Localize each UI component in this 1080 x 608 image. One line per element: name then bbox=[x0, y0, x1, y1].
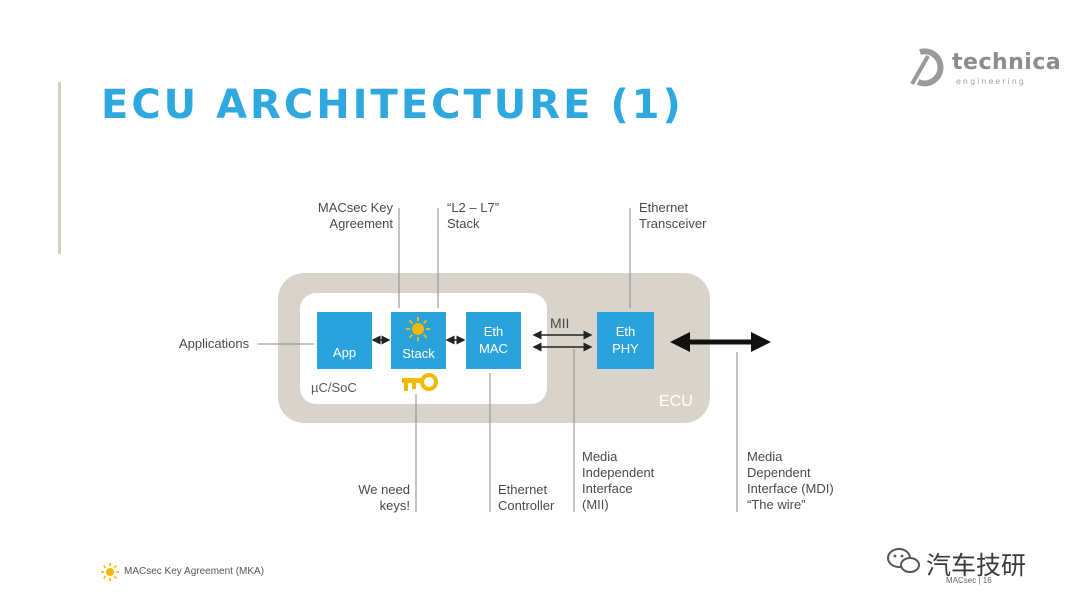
stack-box-label: Stack bbox=[402, 346, 435, 361]
mac-box bbox=[466, 312, 521, 369]
annotation-mka: MACsec Key Agreement bbox=[300, 200, 393, 232]
annotation-transceiver: Ethernet Transceiver bbox=[639, 200, 706, 232]
stack-ann-line2: Stack bbox=[447, 216, 480, 231]
annotation-mii: Media Independent Interface (MII) bbox=[582, 449, 654, 513]
mdi-line1: Media bbox=[747, 449, 783, 464]
footer-note: MACsec Key Agreement (MKA) bbox=[124, 566, 265, 577]
mac-box-label: Eth MAC bbox=[466, 323, 521, 357]
phy-box bbox=[597, 312, 654, 369]
page-footer: MACsec | 16 bbox=[946, 576, 992, 585]
stack-ann-line1: “L2 – L7” bbox=[447, 200, 500, 215]
mdi-line2: Dependent bbox=[747, 465, 811, 480]
mii-label: MII bbox=[550, 315, 570, 331]
mii-line4: (MII) bbox=[582, 497, 609, 512]
keys-line2: keys! bbox=[379, 498, 410, 513]
footer-sun-icon bbox=[101, 563, 119, 581]
mii-line1: Media bbox=[582, 449, 618, 464]
soc-label: µC/SoC bbox=[311, 380, 357, 395]
transceiver-line1: Ethernet bbox=[639, 200, 689, 215]
watermark-text: 汽车技研 bbox=[926, 551, 1027, 580]
phy-line1: Eth bbox=[615, 324, 636, 339]
wechat-watermark: 汽车技研 bbox=[886, 546, 1056, 580]
mka-line1: MACsec Key bbox=[317, 200, 393, 215]
mac-line1: Eth bbox=[483, 324, 504, 339]
annotation-mdi: Media Dependent Interface (MDI) “The wir… bbox=[747, 449, 834, 513]
technica-logo: technica engineering bbox=[906, 44, 1061, 90]
mac-line2: MAC bbox=[479, 341, 508, 356]
app-box bbox=[317, 312, 372, 369]
technica-logo-icon bbox=[910, 48, 944, 87]
logo-subtitle: engineering bbox=[956, 77, 1026, 86]
accent-bar bbox=[58, 82, 61, 254]
mka-line2: Agreement bbox=[329, 216, 393, 231]
annotation-keys: We need keys! bbox=[340, 482, 410, 514]
controller-line2: Controller bbox=[498, 498, 555, 513]
wechat-icon bbox=[887, 548, 920, 573]
annotation-applications: Applications bbox=[179, 336, 250, 351]
mdi-line3: Interface (MDI) bbox=[747, 481, 834, 496]
phy-box-label: Eth PHY bbox=[597, 323, 654, 357]
key-icon bbox=[402, 373, 438, 391]
ecu-label: ECU bbox=[659, 393, 693, 410]
logo-name: technica bbox=[952, 50, 1062, 75]
slide-title: ECU ARCHITECTURE (1) bbox=[101, 82, 684, 128]
annotation-stack: “L2 – L7” Stack bbox=[447, 200, 499, 232]
transceiver-line2: Transceiver bbox=[639, 216, 707, 231]
keys-line1: We need bbox=[358, 482, 410, 497]
mii-line3: Interface bbox=[582, 481, 633, 496]
mdi-line4: “The wire” bbox=[747, 497, 806, 512]
phy-line2: PHY bbox=[612, 341, 639, 356]
sun-icon bbox=[406, 317, 430, 341]
mii-line2: Independent bbox=[582, 465, 655, 480]
controller-line1: Ethernet bbox=[498, 482, 548, 497]
app-box-label: App bbox=[332, 345, 357, 360]
annotation-controller: Ethernet Controller bbox=[498, 482, 554, 514]
